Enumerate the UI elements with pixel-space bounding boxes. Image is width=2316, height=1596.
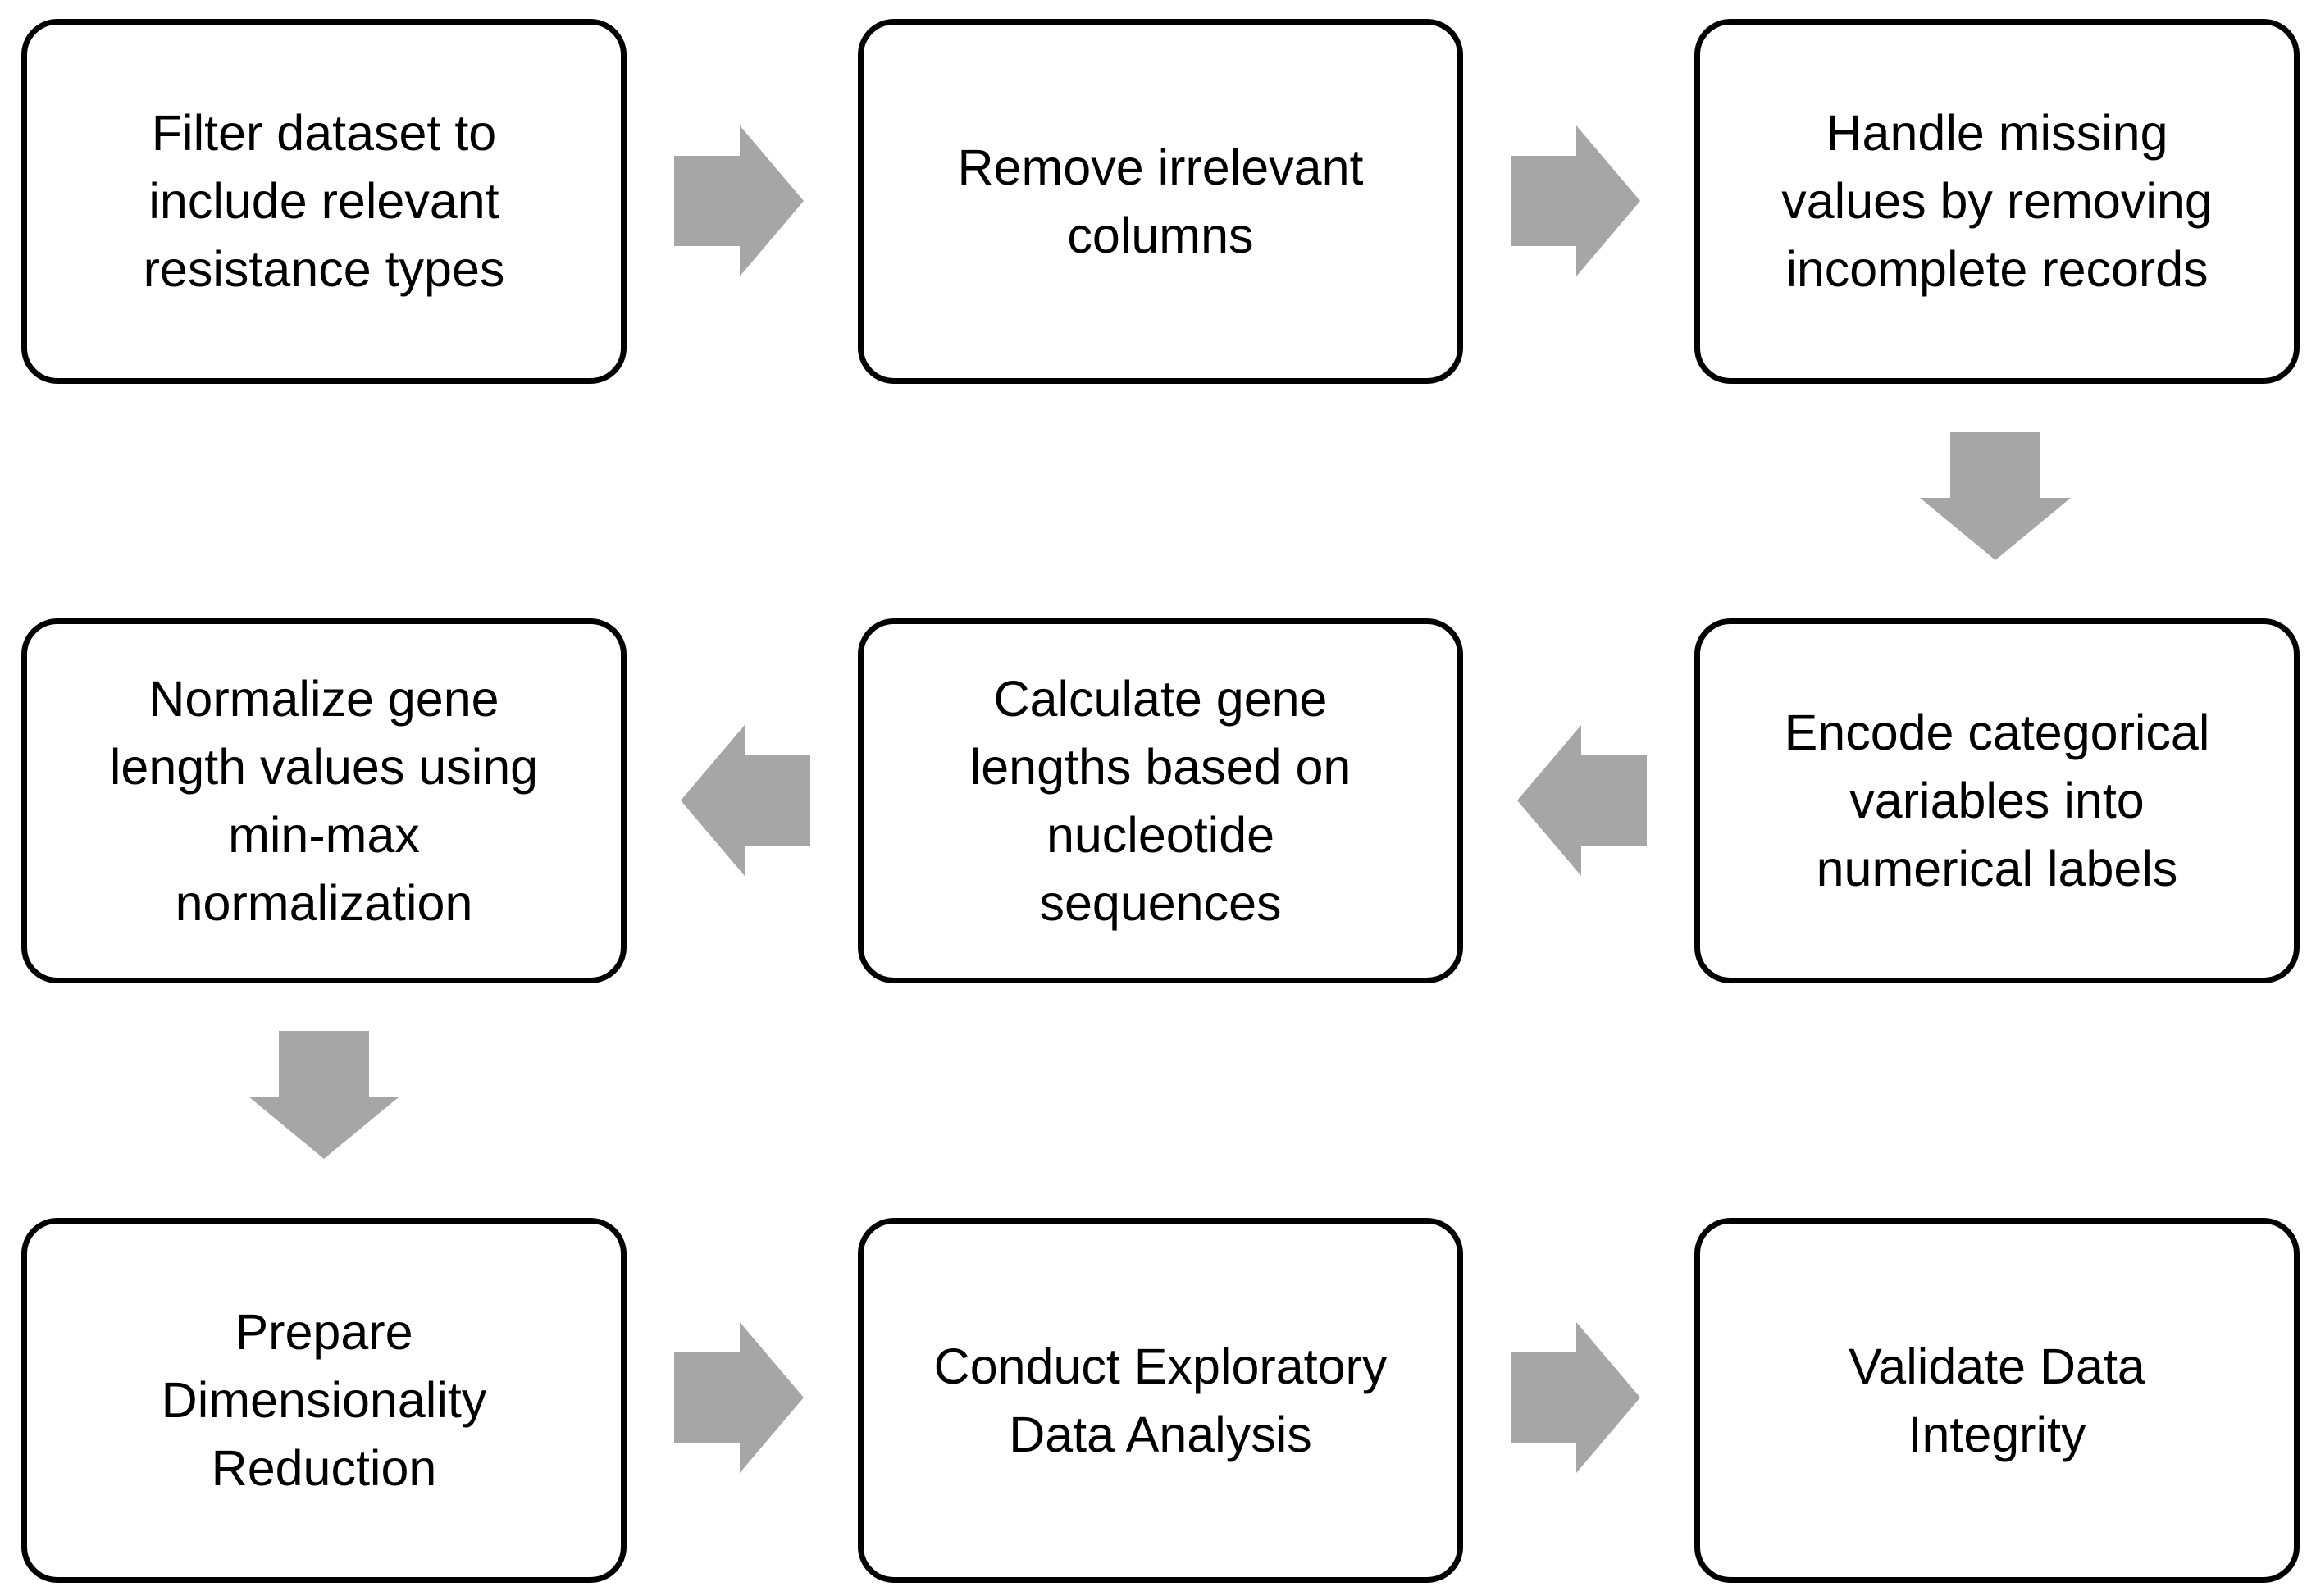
arrow-down-icon [1920, 432, 2071, 560]
step-encode-categorical-label: Encode categorical variables into numeri… [1784, 705, 2210, 896]
step-normalize-lengths-label: Normalize gene length values using min-m… [109, 670, 539, 931]
step-dimensionality-reduction-label: Prepare Dimensionality Reduction [161, 1304, 487, 1496]
step-remove-columns: Remove irrelevant columns [858, 19, 1463, 384]
step-normalize-lengths: Normalize gene length values using min-m… [21, 618, 627, 983]
arrow-down-icon [248, 1031, 399, 1159]
step-validate-integrity: Validate Data Integrity [1694, 1218, 2300, 1583]
arrow-left-icon [1517, 725, 1647, 876]
step-encode-categorical: Encode categorical variables into numeri… [1694, 618, 2300, 983]
step-dimensionality-reduction: Prepare Dimensionality Reduction [21, 1218, 627, 1583]
arrow-right-icon [1511, 1322, 1640, 1473]
arrow-right-icon [674, 1322, 804, 1473]
step-exploratory-analysis: Conduct Exploratory Data Analysis [858, 1218, 1463, 1583]
step-filter-dataset-label: Filter dataset to include relevant resis… [143, 105, 505, 297]
step-handle-missing-label: Handle missing values by removing incomp… [1781, 105, 2213, 297]
arrow-right-icon [1511, 125, 1640, 276]
step-handle-missing: Handle missing values by removing incomp… [1694, 19, 2300, 384]
step-calculate-lengths-label: Calculate gene lengths based on nucleoti… [969, 670, 1352, 931]
step-filter-dataset: Filter dataset to include relevant resis… [21, 19, 627, 384]
arrow-left-icon [681, 725, 810, 876]
step-calculate-lengths: Calculate gene lengths based on nucleoti… [858, 618, 1463, 983]
step-exploratory-analysis-label: Conduct Exploratory Data Analysis [933, 1338, 1388, 1462]
step-validate-integrity-label: Validate Data Integrity [1849, 1338, 2145, 1462]
arrow-right-icon [674, 125, 804, 276]
step-remove-columns-label: Remove irrelevant columns [957, 139, 1364, 263]
